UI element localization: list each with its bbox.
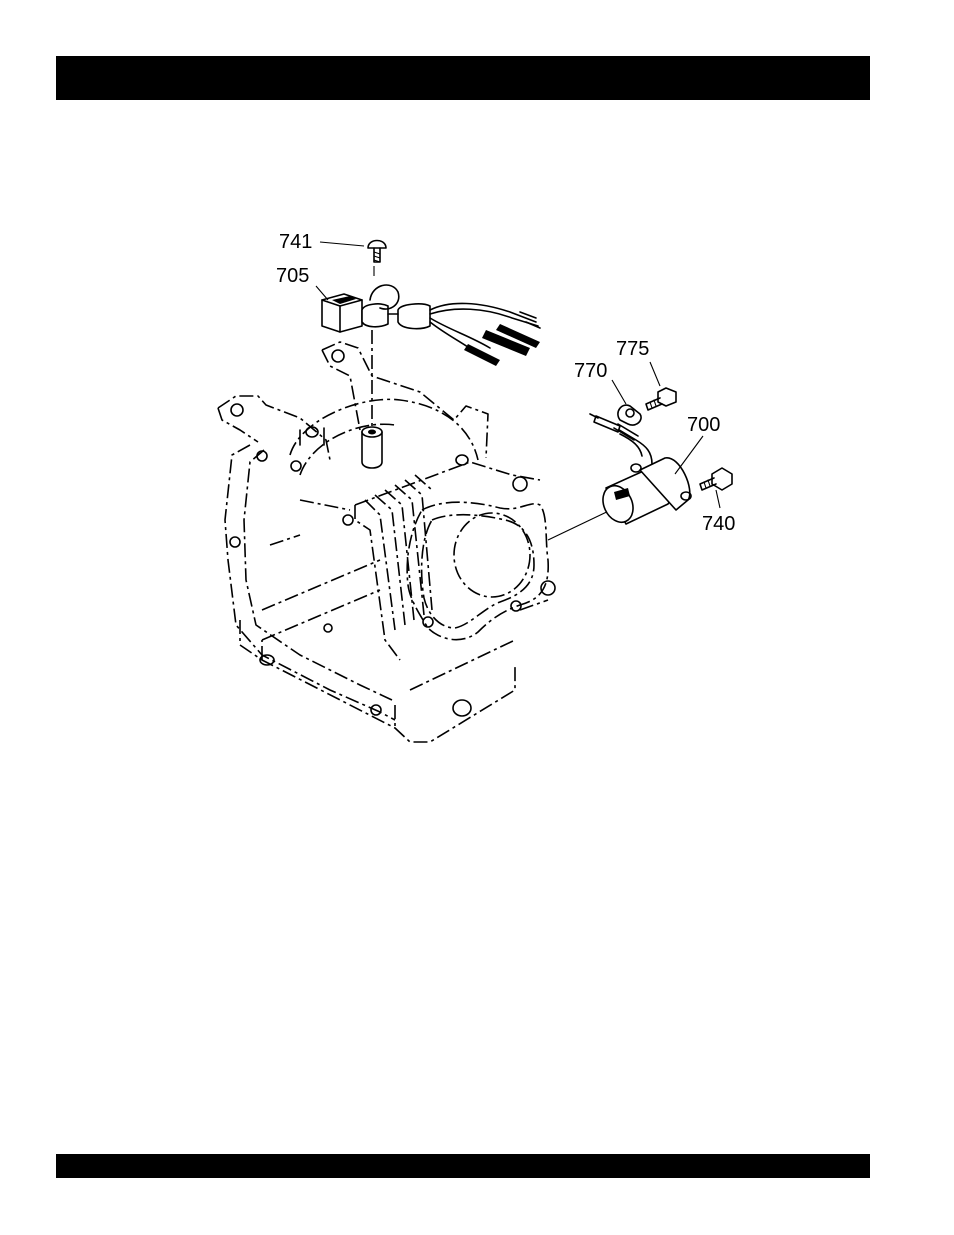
callout-770: 770 [574,360,607,382]
callout-700: 700 [687,414,720,436]
callout-775: 775 [616,338,649,360]
screw-741 [368,241,386,277]
footer-bar [56,1154,870,1178]
ignition-unit-705 [322,285,540,428]
callout-705: 705 [276,265,309,287]
cylinder-head [355,462,555,660]
callout-740: 740 [702,513,735,535]
callout-741: 741 [279,231,312,253]
bolt-740 [700,468,732,490]
mounting-stud [362,427,382,468]
bolt-775 [646,388,676,410]
engine-block [218,342,515,742]
oil-sensor-700 [548,414,691,540]
